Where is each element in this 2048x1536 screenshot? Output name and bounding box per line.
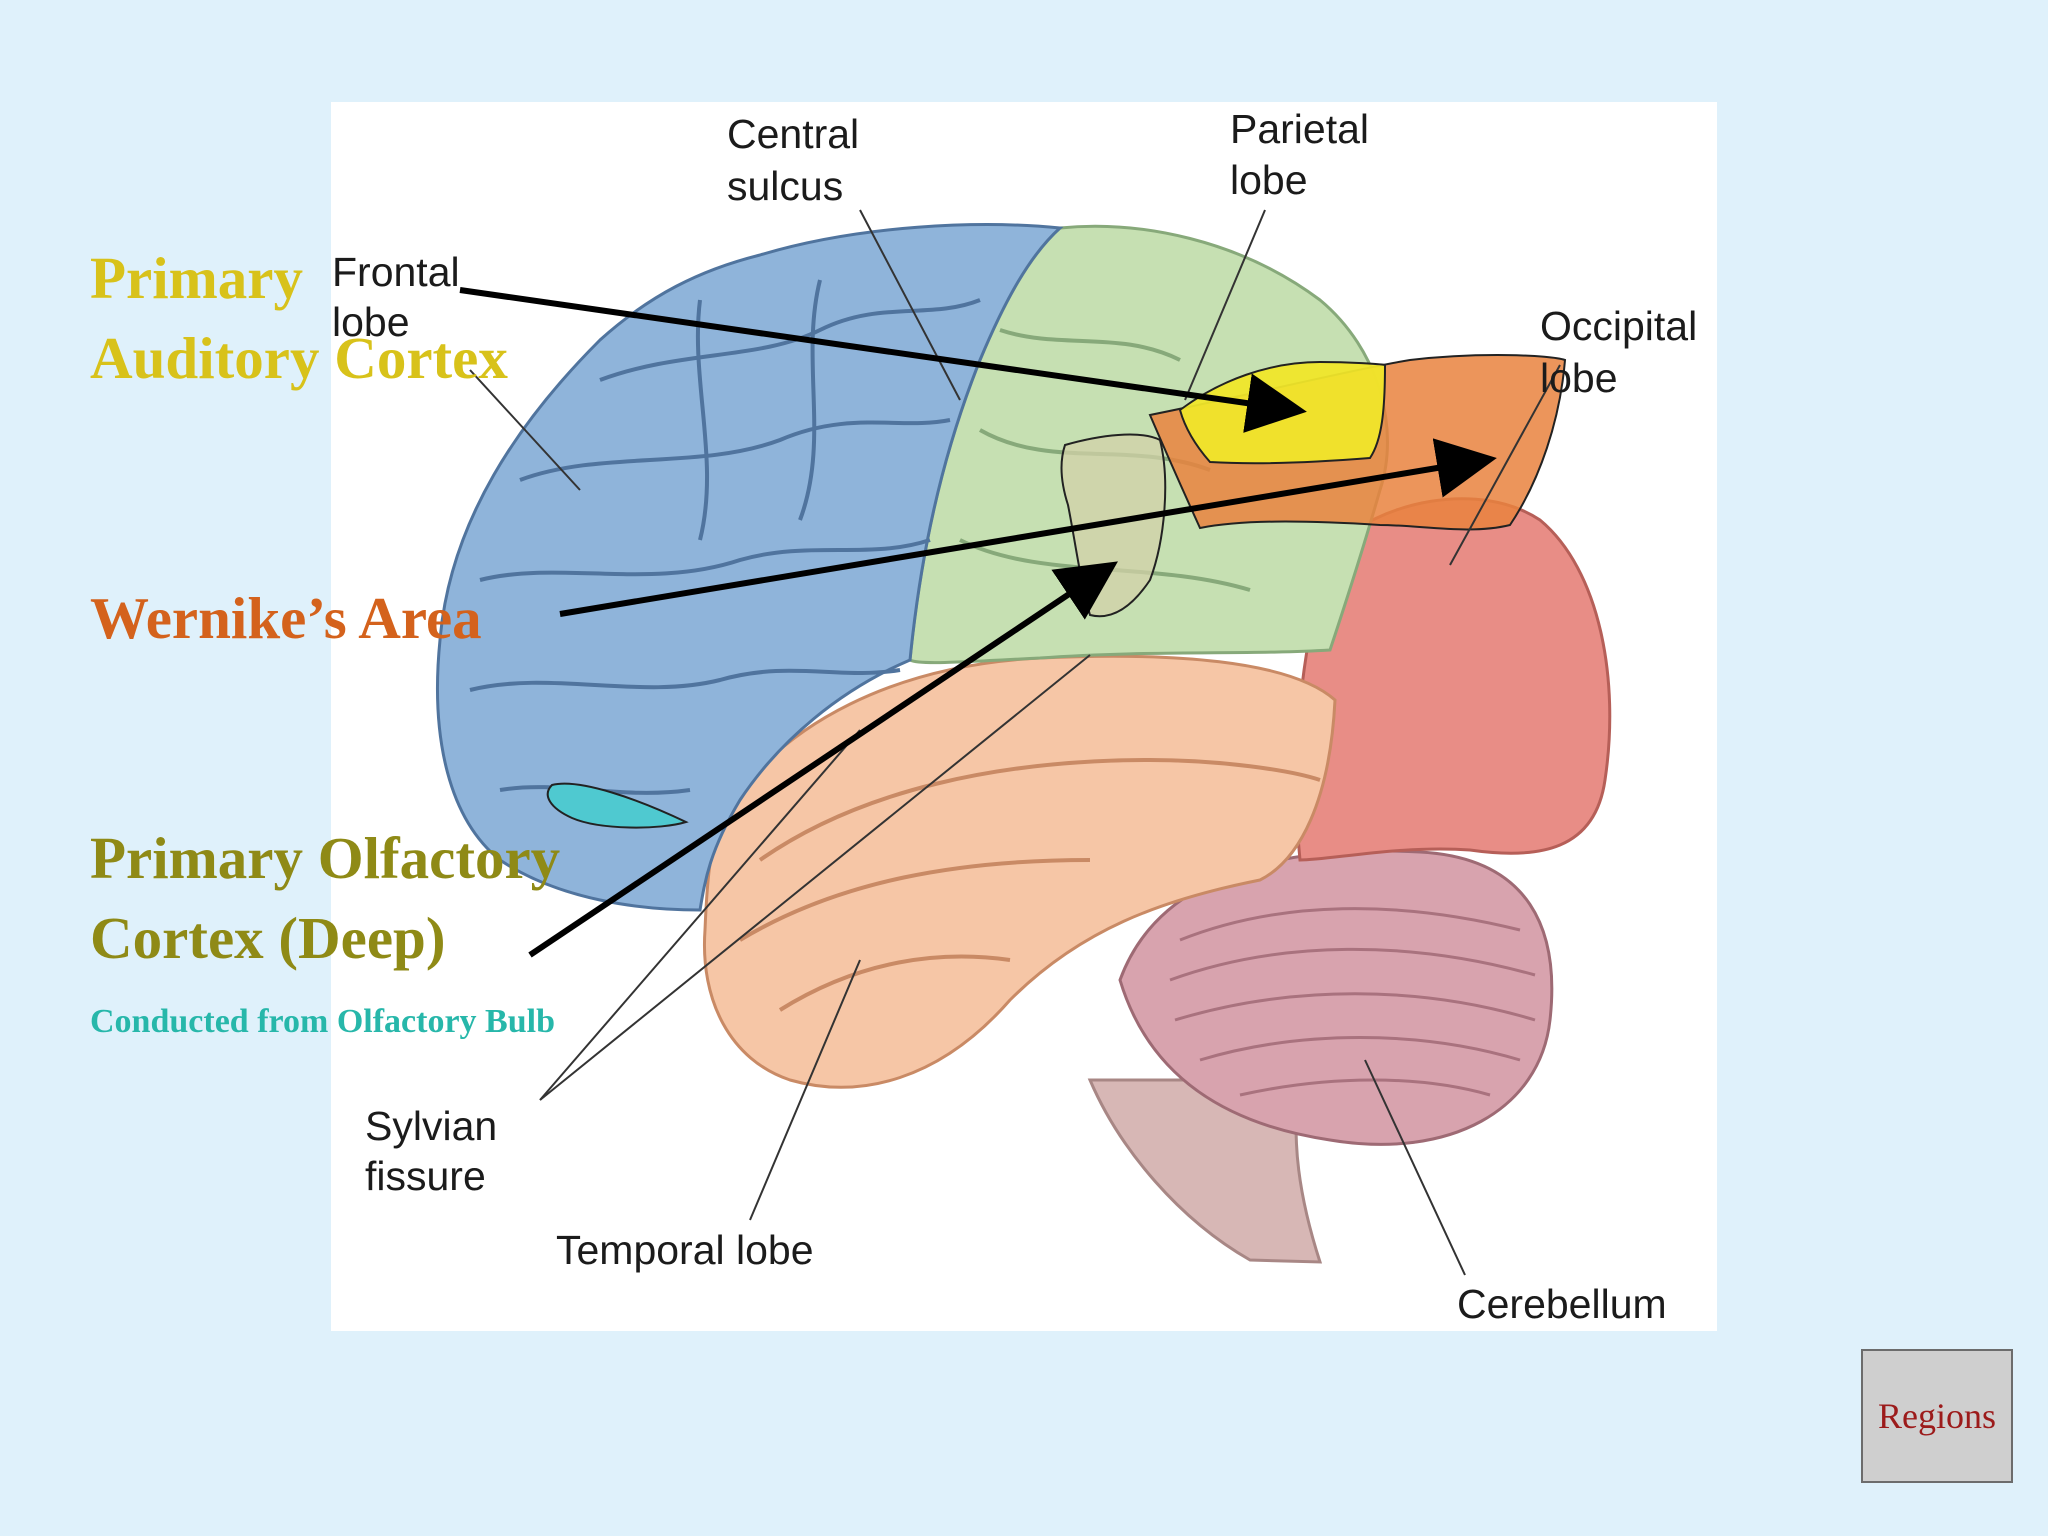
olfactory-bulb-highlight — [546, 782, 689, 829]
leader-lines — [469, 209, 1561, 1276]
auditory-callout-line2: Auditory Cortex — [90, 325, 508, 391]
wernicke-area-callout: Wernike’s Area — [90, 585, 482, 651]
occipital-lobe-label-line2: lobe — [1540, 355, 1618, 401]
occipital-lobe-label-line1: Occipital — [1540, 303, 1697, 349]
olfactory-arrow — [528, 561, 1118, 958]
sylvian-fissure-label: Sylvian fissure — [365, 1103, 509, 1199]
auditory-arrow — [459, 287, 1307, 433]
frontal-lobe-label-line1: Frontal — [332, 249, 460, 295]
cerebellum-label: Cerebellum — [1457, 1281, 1667, 1327]
auditory-callout-line1: Primary — [90, 245, 303, 311]
sylvian-fissure-label-line1: Sylvian — [365, 1103, 497, 1149]
central-sulcus-label-line2: sulcus — [727, 163, 843, 209]
frontal-lobe-label: Frontal lobe — [332, 249, 471, 345]
wernicke-arrow — [559, 438, 1497, 617]
temporal-gyri — [738, 757, 1321, 1012]
parietal-lobe-label-line1: Parietal — [1230, 106, 1369, 152]
auditory-cortex-callout: Primary Auditory Cortex — [90, 238, 650, 398]
central-sulcus-label-line1: Central — [727, 111, 859, 157]
olfactory-cortex-callout: Primary Olfactory Cortex (Deep) — [90, 818, 690, 978]
olfactory-bulb-note: Conducted from Olfactory Bulb — [90, 1003, 555, 1040]
callout-arrows — [459, 287, 1497, 958]
frontal-lobe-label-line2: lobe — [332, 299, 410, 345]
olfactory-callout-line1: Primary Olfactory — [90, 825, 561, 891]
occipital-lobe-label: Occipital lobe — [1540, 303, 1709, 401]
parietal-lobe-label: Parietal lobe — [1230, 106, 1380, 203]
cerebellum-folia — [1169, 907, 1536, 1097]
olfactory-callout-line2: Cortex (Deep) — [90, 905, 446, 971]
central-sulcus-label: Central sulcus — [727, 111, 871, 209]
temporal-lobe-label: Temporal lobe — [556, 1227, 814, 1273]
frontal-lobe-shape — [436, 223, 1064, 912]
regions-button[interactable]: Regions — [1861, 1349, 2013, 1483]
sylvian-fissure-label-line2: fissure — [365, 1153, 486, 1199]
parietal-lobe-label-line2: lobe — [1230, 157, 1308, 203]
